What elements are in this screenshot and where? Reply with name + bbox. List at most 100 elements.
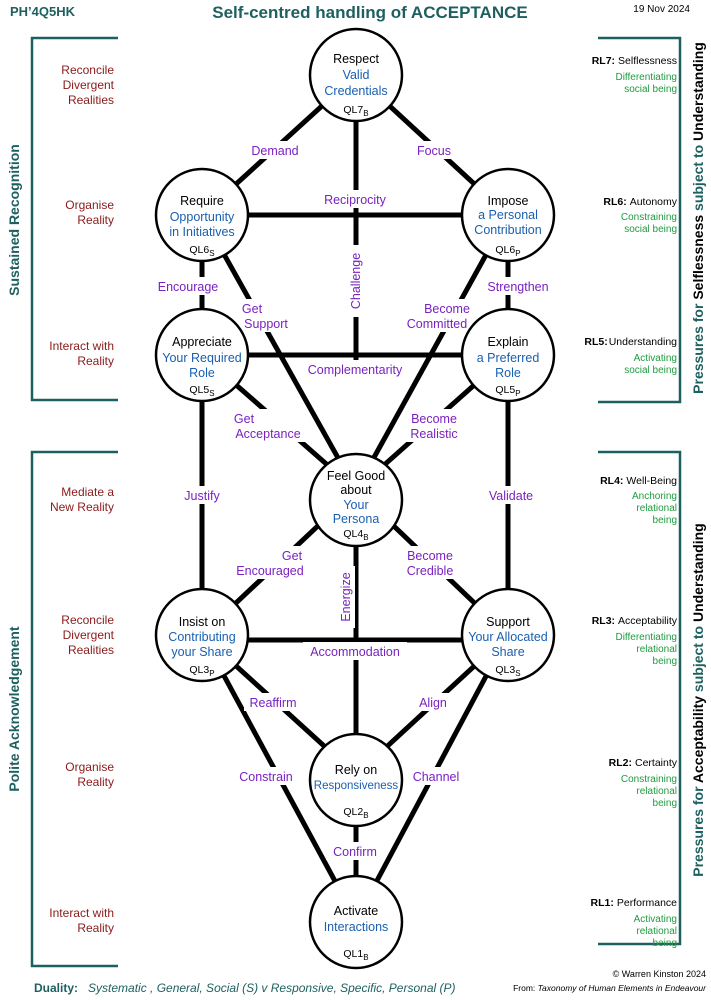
svg-text:QL6S: QL6S — [189, 244, 214, 258]
left-row-label: Reality — [77, 354, 114, 368]
svg-text:Appreciate: Appreciate — [172, 335, 232, 349]
svg-text:Opportunity: Opportunity — [170, 210, 235, 224]
svg-text:in Initiatives: in Initiatives — [169, 225, 234, 239]
edge-label-demand: Demand — [251, 144, 298, 158]
edge-label-reciprocity: Reciprocity — [324, 193, 387, 207]
left-row-label: New Reality — [50, 500, 114, 514]
node-ql6s: Require Opportunity in Initiatives QL6S — [154, 167, 250, 263]
edge-label-energize: Energize — [339, 572, 353, 621]
svg-text:Feel Good: Feel Good — [327, 469, 385, 483]
level-sub: Anchoring — [632, 491, 677, 502]
node-ql3s: Support Your Allocated Share QL3S — [460, 587, 556, 683]
left-row-label: Organise — [65, 760, 114, 774]
level-sub: relational — [636, 926, 677, 937]
level-sub: Constraining — [621, 774, 677, 785]
svg-text:Share: Share — [491, 645, 524, 659]
level-sub: being — [653, 515, 677, 526]
level-sub: being — [653, 938, 677, 949]
svg-text:Your Allocated: Your Allocated — [468, 630, 548, 644]
level-label-rl1: RL1:Performance — [591, 897, 678, 909]
svg-text:Require: Require — [180, 194, 224, 208]
svg-text:QL5P: QL5P — [495, 384, 520, 398]
svg-text:Contribution: Contribution — [474, 223, 541, 237]
edge-label-validate: Validate — [489, 489, 533, 503]
level-label-rl4: RL4:Well-Being — [600, 475, 677, 487]
level-sub: being — [653, 798, 677, 809]
left-row-label: Realities — [68, 93, 114, 107]
edge-label-constrain: Constrain — [239, 770, 293, 784]
right-bracket-selflessness — [598, 36, 682, 404]
level-sub: relational — [636, 503, 677, 514]
level-sub: social being — [624, 84, 677, 95]
svg-text:Responsiveness: Responsiveness — [314, 780, 399, 792]
edge-label-get-encouraged: Encouraged — [236, 564, 303, 578]
level-sub: being — [653, 656, 677, 667]
edge-label-become-realistic: Become — [411, 412, 457, 426]
level-sub: Differentiating — [615, 632, 677, 643]
edge-label-become-committed: Become — [424, 302, 470, 316]
copyright: © Warren Kinston 2024 — [613, 969, 706, 979]
edge-label-get-acceptance: Acceptance — [235, 427, 300, 441]
page-title: Self-centred handling of ACCEPTANCE — [212, 3, 527, 22]
left-group-label-sustained: Sustained Recognition — [6, 144, 22, 296]
svg-text:Your Required: Your Required — [162, 351, 242, 365]
edge-label-get-support: Support — [244, 317, 288, 331]
svg-text:Credentials: Credentials — [324, 84, 387, 98]
duality-footer: Duality:Systematic , General, Social (S)… — [34, 981, 456, 995]
source-citation: From: Taxonomy of Human Elements in Ende… — [513, 983, 707, 993]
left-row-label: Reality — [77, 775, 114, 789]
edge-label-align: Align — [419, 696, 447, 710]
svg-text:Valid: Valid — [343, 68, 370, 82]
svg-text:a Personal: a Personal — [478, 208, 538, 222]
right-group-label-acceptability: Pressures for Acceptability subject to U… — [690, 523, 706, 876]
right-group-label-selflessness: Pressures for Selflessness subject to Un… — [690, 42, 706, 394]
edge-label-become-credible: Become — [407, 549, 453, 563]
edge-label-get-acceptance: Get — [234, 412, 255, 426]
left-row-label: Divergent — [63, 628, 115, 642]
edge-label-get-support: Get — [242, 302, 263, 316]
edge-label-complementarity: Complementarity — [308, 363, 403, 377]
edge-label-become-realistic: Realistic — [410, 427, 457, 441]
svg-text:QL3S: QL3S — [495, 664, 520, 678]
node-ql5p: Explain a Preferred Role QL5P — [460, 307, 556, 403]
node-ql3p: Insist on Contributing your Share QL3P — [154, 587, 250, 683]
nodes: Respect Valid Credentials QL7B Require O… — [154, 27, 556, 970]
left-group-label-polite: Polite Acknowledgement — [6, 626, 22, 792]
level-sub: social being — [624, 365, 677, 376]
date-label: 19 Nov 2024 — [633, 4, 690, 15]
svg-text:Role: Role — [189, 366, 215, 380]
level-label-rl6: RL6:Autonomy — [603, 196, 677, 208]
svg-text:about: about — [340, 483, 372, 497]
left-row-label: Interact with — [49, 906, 114, 920]
svg-text:Impose: Impose — [488, 194, 529, 208]
svg-text:QL6P: QL6P — [495, 244, 520, 258]
diagram-code: PH’4Q5HK — [10, 4, 76, 19]
svg-text:your Share: your Share — [171, 645, 232, 659]
edge-label-become-credible: Credible — [407, 564, 454, 578]
svg-text:Explain: Explain — [488, 335, 529, 349]
svg-text:Rely on: Rely on — [335, 763, 377, 777]
svg-text:QL5S: QL5S — [189, 384, 214, 398]
svg-text:QL4B: QL4B — [343, 528, 368, 542]
level-label-rl5: RL5:Understanding — [584, 336, 677, 348]
level-sub: Constraining — [621, 212, 677, 223]
left-row-label: Realities — [68, 643, 114, 657]
left-row-label: Reconcile — [61, 63, 114, 77]
edge-label-channel: Channel — [413, 770, 460, 784]
right-bracket-acceptability — [598, 450, 682, 946]
level-label-rl3: RL3:Acceptability — [592, 615, 678, 627]
svg-text:QL1B: QL1B — [343, 948, 368, 962]
edge-label-get-encouraged: Get — [282, 549, 303, 563]
edge-label-challenge: Challenge — [349, 253, 363, 309]
node-ql6p: Impose a Personal Contribution QL6P — [460, 167, 556, 263]
level-sub: social being — [624, 224, 677, 235]
svg-text:Insist on: Insist on — [179, 615, 226, 629]
edge-label-reaffirm: Reaffirm — [249, 696, 296, 710]
svg-text:Support: Support — [486, 615, 530, 629]
svg-text:QL2B: QL2B — [343, 806, 368, 820]
level-sub: Activating — [634, 914, 677, 925]
svg-text:Activate: Activate — [334, 904, 379, 918]
node-ql1: Activate Interactions QL1B — [308, 874, 404, 970]
left-row-label: Divergent — [63, 78, 115, 92]
